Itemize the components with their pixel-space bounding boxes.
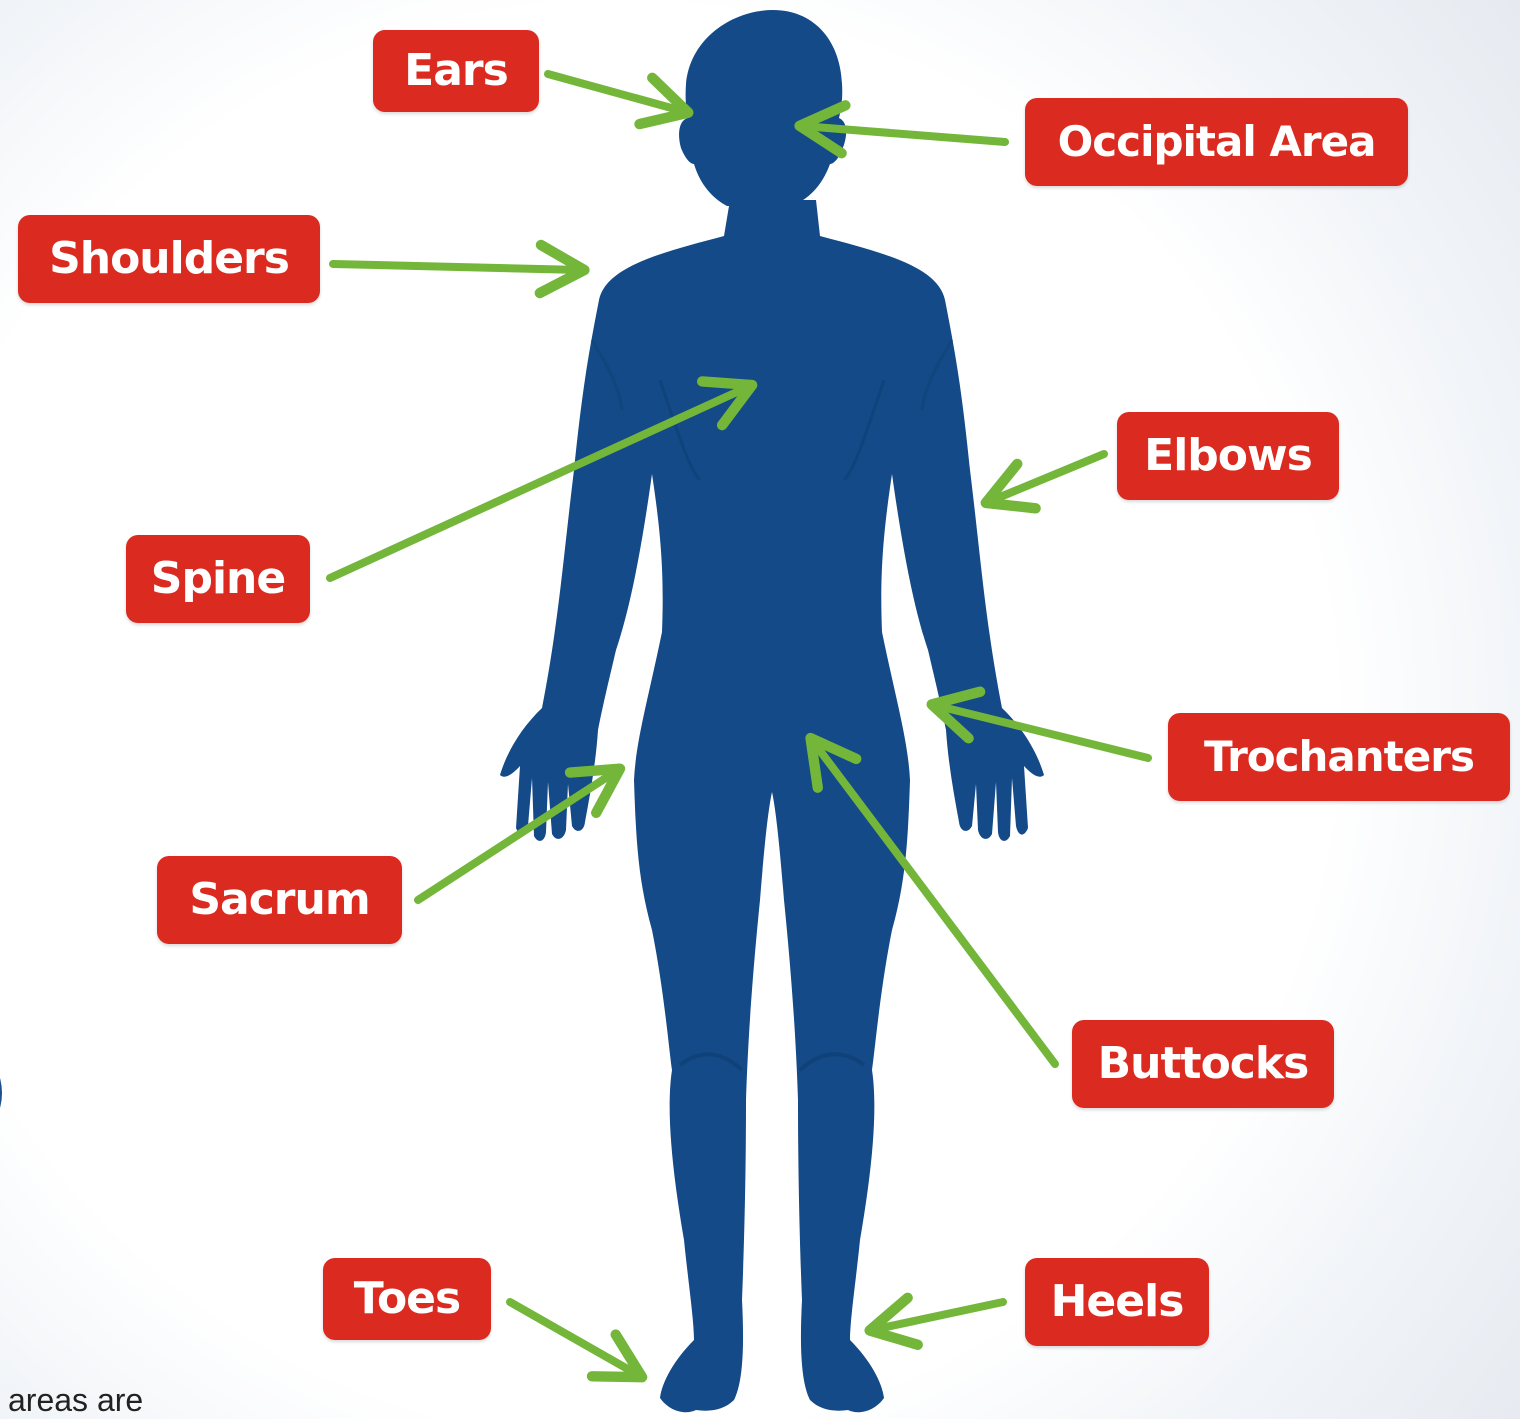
- arrow-toes: [510, 1302, 640, 1376]
- label-trochanters: Trochanters: [1168, 713, 1510, 801]
- label-occipital-area: Occipital Area: [1025, 98, 1408, 186]
- label-heels: Heels: [1025, 1258, 1209, 1346]
- label-spine: Spine: [126, 535, 310, 623]
- arrow-shoulders: [333, 264, 582, 270]
- arrow-heels: [872, 1302, 1003, 1330]
- label-ears: Ears: [373, 30, 539, 112]
- cropped-caption-text: areas are: [8, 1382, 143, 1419]
- label-toes: Toes: [323, 1258, 491, 1340]
- label-sacrum: Sacrum: [157, 856, 402, 944]
- arrow-sacrum: [418, 770, 618, 900]
- arrow-elbows: [988, 454, 1104, 502]
- head-shape: [679, 10, 846, 206]
- body-shape: [500, 200, 1044, 1412]
- arrow-ears: [548, 74, 686, 112]
- label-buttocks: Buttocks: [1072, 1020, 1334, 1108]
- label-elbows: Elbows: [1117, 412, 1339, 500]
- label-shoulders: Shoulders: [18, 215, 320, 303]
